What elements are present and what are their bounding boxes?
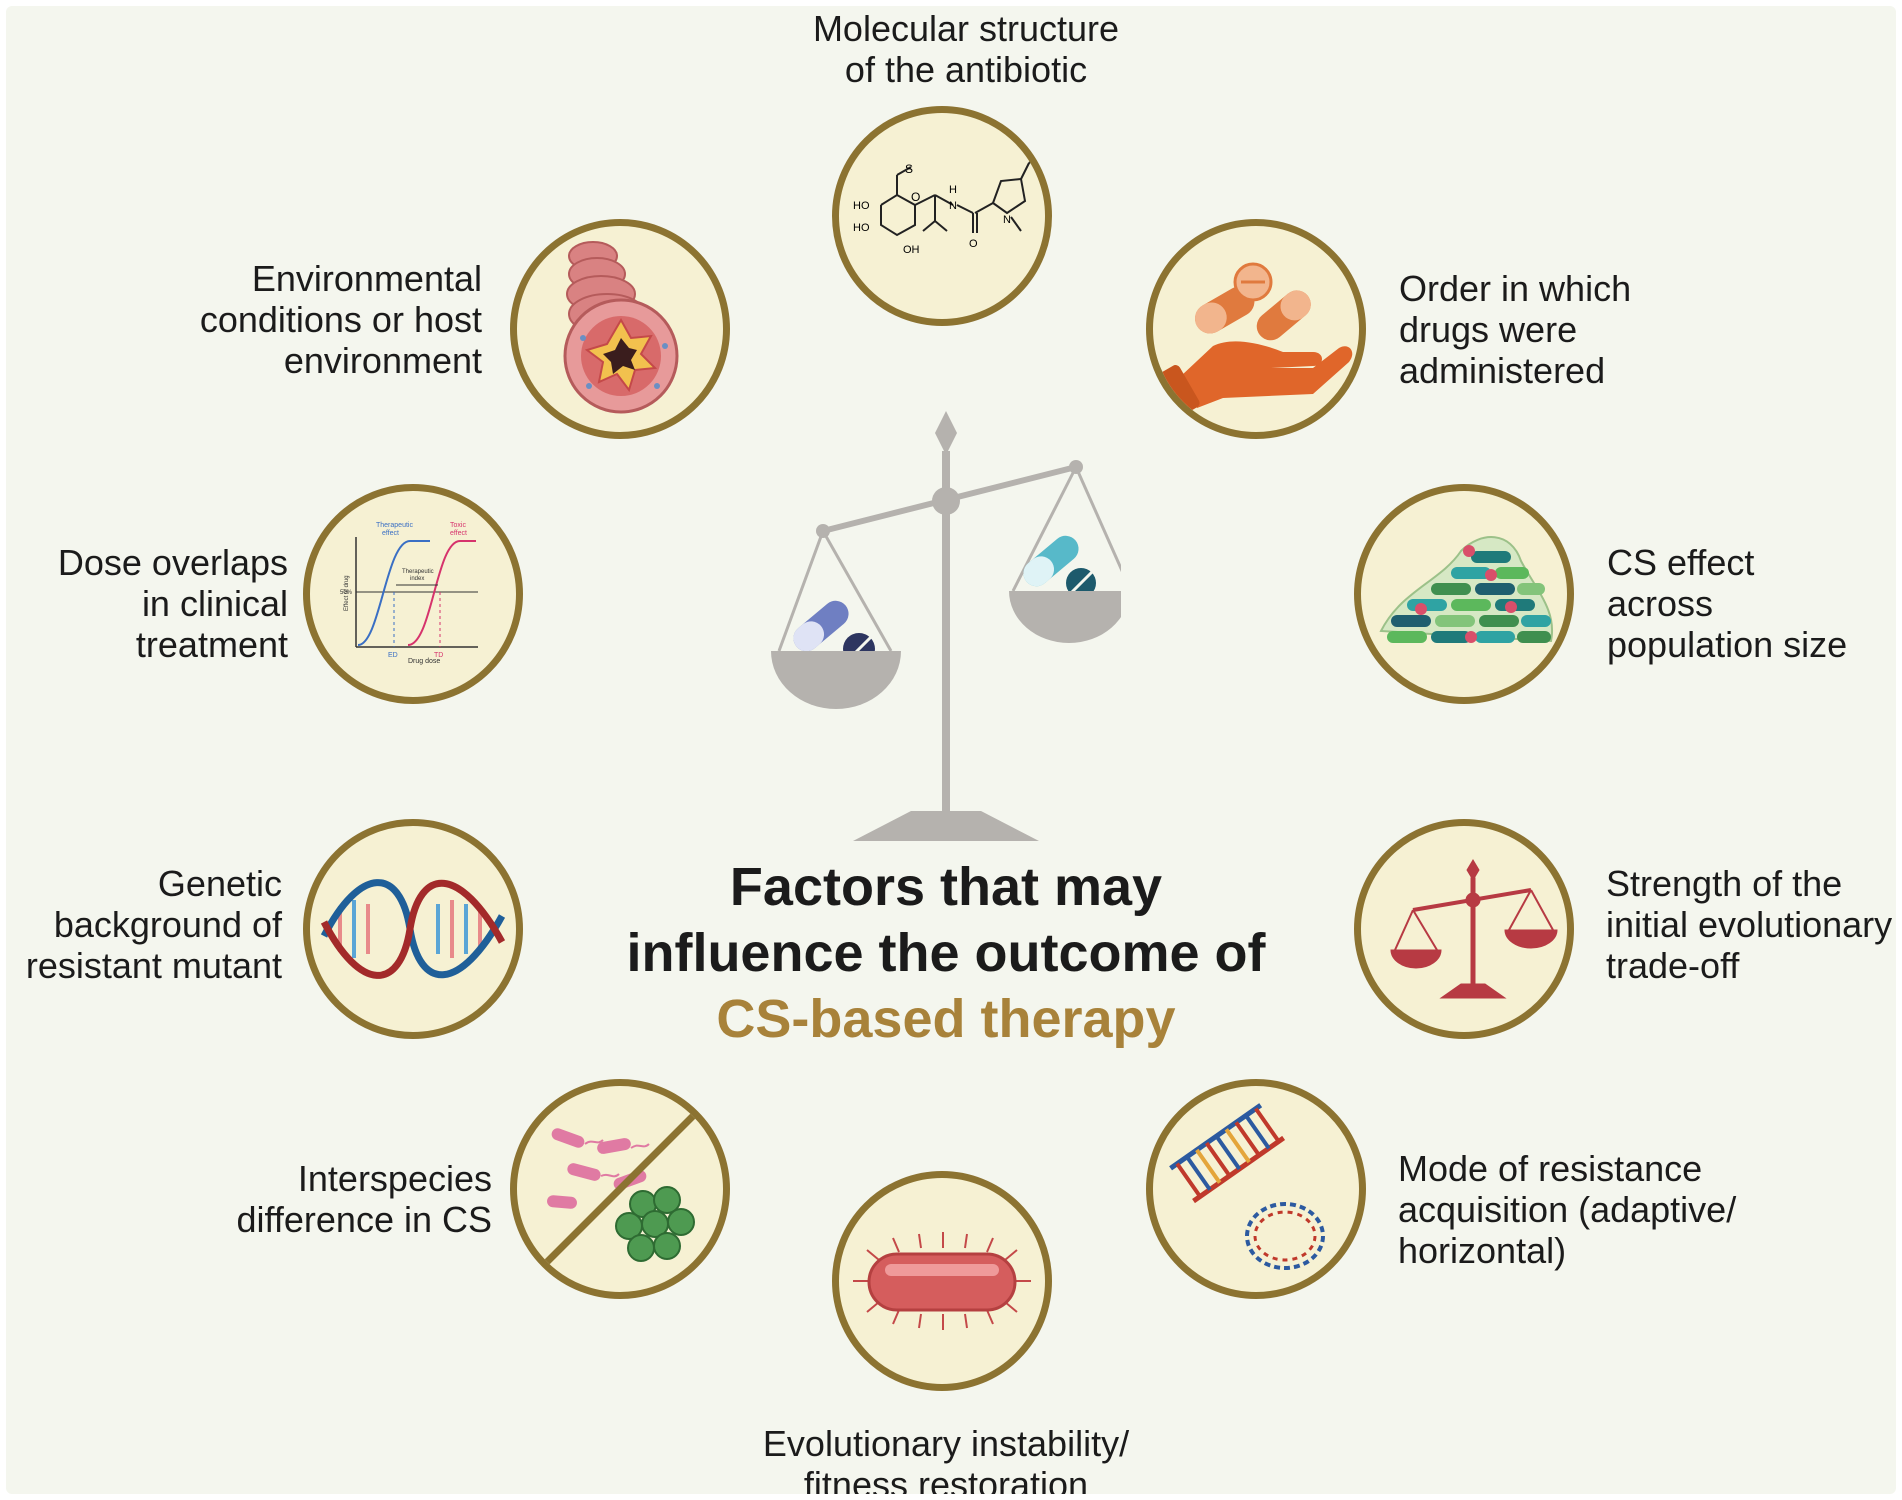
svg-text:N: N: [949, 200, 957, 212]
svg-text:HO: HO: [853, 200, 870, 212]
central-scale-icon: [771, 411, 1121, 841]
balance-scale-icon: [1390, 859, 1558, 999]
factor-environment: [510, 219, 730, 439]
svg-text:Drug dose: Drug dose: [408, 658, 440, 665]
label-trade-off: Strength of the initial evolutionary tra…: [1606, 863, 1893, 986]
label-interspecies: Interspecies difference in CS: [236, 1158, 492, 1240]
factor-trade-off: [1354, 819, 1574, 1039]
factor-molecular-structure: S O HO HO OH H N O N: [832, 106, 1052, 326]
label-population-size: CS effect across population size: [1607, 542, 1848, 665]
airway-tissue-icon: [563, 241, 679, 414]
label-dose-overlap: Dose overlaps in clinical treatment: [57, 542, 288, 665]
bacterium-icon: [853, 1232, 1031, 1330]
label-resistance-mode: Mode of resistance acquisition (adaptive…: [1398, 1148, 1737, 1271]
diagram-title: Factors that may influence the outcome o…: [526, 854, 1366, 1052]
dna-plasmid-icon: [1169, 1103, 1325, 1270]
factor-population-size: [1354, 484, 1574, 704]
svg-text:Effect of drug: Effect of drug: [344, 575, 350, 611]
title-line-3: CS-based therapy: [716, 989, 1176, 1049]
dose-response-icon: Therapeutic effect Toxic effect Therapeu…: [340, 522, 478, 665]
factor-drug-order: [1146, 219, 1366, 439]
svg-text:index: index: [410, 576, 424, 582]
svg-text:HO: HO: [853, 222, 870, 234]
svg-text:TD: TD: [434, 652, 443, 659]
molecule-icon: S O HO HO OH H N O N: [853, 136, 1044, 256]
svg-text:Therapeutic: Therapeutic: [376, 522, 413, 529]
svg-text:effect: effect: [382, 530, 399, 537]
label-molecular-structure: Molecular structure of the antibiotic: [812, 8, 1120, 90]
factor-instability: [832, 1171, 1052, 1391]
bacteria-species-icon: [530, 1099, 710, 1279]
factor-resistance-mode: [1146, 1079, 1366, 1299]
svg-text:O: O: [969, 238, 978, 250]
diagram-canvas: Factors that may influence the outcome o…: [6, 6, 1896, 1494]
svg-text:OH: OH: [903, 244, 920, 256]
svg-text:Therapeutic: Therapeutic: [402, 569, 434, 575]
svg-text:S: S: [905, 162, 913, 176]
svg-text:N: N: [1003, 214, 1011, 226]
label-genetic-background: Genetic background of resistant mutant: [25, 863, 282, 986]
bacteria-population-icon: [1379, 536, 1554, 643]
factor-genetic-background: [303, 819, 523, 1039]
factor-interspecies: [510, 1079, 730, 1299]
svg-text:H: H: [949, 184, 957, 196]
title-line-1: Factors that may: [729, 857, 1163, 917]
factor-dose-overlap: Therapeutic effect Toxic effect Therapeu…: [303, 484, 523, 704]
svg-text:effect: effect: [450, 530, 467, 537]
label-environment: Environmental conditions or host environ…: [199, 258, 482, 381]
svg-text:O: O: [911, 190, 920, 204]
label-drug-order: Order in which drugs were administered: [1399, 268, 1632, 391]
svg-text:ED: ED: [388, 652, 398, 659]
svg-text:50%: 50%: [340, 590, 353, 596]
label-instability: Evolutionary instability/ fitness restor…: [762, 1423, 1130, 1494]
svg-text:Toxic: Toxic: [450, 522, 466, 529]
title-line-2: influence the outcome of: [626, 923, 1266, 983]
dna-helix-icon: [320, 879, 506, 979]
hand-pills-icon: [1158, 262, 1353, 415]
